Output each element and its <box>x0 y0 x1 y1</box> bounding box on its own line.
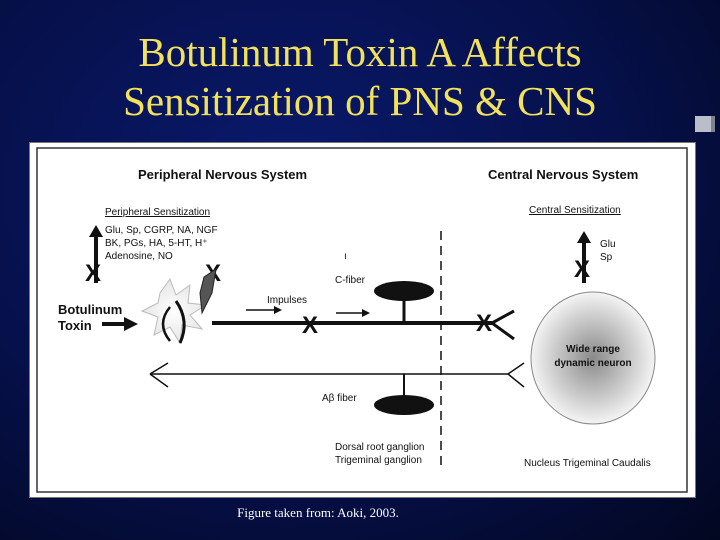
diagram-canvas: Peripheral Nervous System Central Nervou… <box>36 147 688 493</box>
c-fiber-tick-mark: ı <box>344 251 347 262</box>
impulses-label: Impulses <box>267 295 307 306</box>
central-release-arrowhead <box>577 231 591 243</box>
slide-title-line-1: Botulinum Toxin A Affects <box>138 29 582 75</box>
slide-title-line-2: Sensitization of PNS & CNS <box>123 78 597 124</box>
c-fiber-label: C-fiber <box>335 275 366 286</box>
pns-cns-diagram: Peripheral Nervous System Central Nervou… <box>29 142 696 498</box>
cns-header: Central Nervous System <box>488 167 638 182</box>
drg-label-line-2: Trigeminal ganglion <box>335 455 422 466</box>
c-fiber-ganglion <box>374 281 434 301</box>
peripheral-sensitization-label: Peripheral Sensitization <box>105 207 210 218</box>
figure-caption: Figure taken from: Aoki, 2003. <box>237 505 399 520</box>
a-beta-ganglion <box>374 395 434 415</box>
block-mark-c-fiber: X <box>302 312 318 339</box>
a-beta-fiber-label: Aβ fiber <box>322 393 357 404</box>
impulses-arrow-2-head <box>362 309 370 317</box>
nerve-ending-curve-right <box>174 300 186 344</box>
central-mediator-sp: Sp <box>600 252 613 263</box>
mediators-line-2: BK, PGs, HA, 5-HT, H⁺ <box>105 238 208 249</box>
wide-range-dynamic-neuron <box>530 291 656 425</box>
toxin-arrowhead <box>124 317 138 331</box>
wdr-label-line-1: Wide range <box>566 344 620 355</box>
decorative-bar <box>695 116 711 132</box>
block-mark-central: X <box>574 256 590 283</box>
nerve-fiber-terminal-shape <box>199 267 217 315</box>
nerve-ending-burst <box>140 277 208 345</box>
drg-label-line-1: Dorsal root ganglion <box>335 442 425 453</box>
mediators-line-1: Glu, Sp, CGRP, NA, NGF <box>105 225 218 236</box>
a-beta-synaptic-terminal <box>507 362 525 388</box>
impulses-arrowhead <box>274 306 282 314</box>
central-sensitization-label: Central Sensitization <box>529 205 621 216</box>
c-fiber-synaptic-terminal <box>491 309 515 341</box>
slide-title: Botulinum Toxin A Affects Sensitization … <box>0 28 720 126</box>
block-mark-mediators: X <box>85 260 101 287</box>
diagram-frame <box>36 147 688 493</box>
wdr-label-line-2: dynamic neuron <box>554 358 631 369</box>
nerve-ending-curve-left <box>161 306 171 342</box>
ntc-label: Nucleus Trigeminal Caudalis <box>524 458 651 469</box>
botulinum-label-line-2: Toxin <box>58 318 92 333</box>
mediators-line-3: Adenosine, NO <box>105 251 173 262</box>
central-mediator-glu: Glu <box>600 239 616 250</box>
pns-header: Peripheral Nervous System <box>138 167 307 182</box>
peripheral-release-arrowhead <box>89 225 103 237</box>
a-beta-receptor-ending <box>149 362 169 388</box>
botulinum-label-line-1: Botulinum <box>58 302 122 317</box>
